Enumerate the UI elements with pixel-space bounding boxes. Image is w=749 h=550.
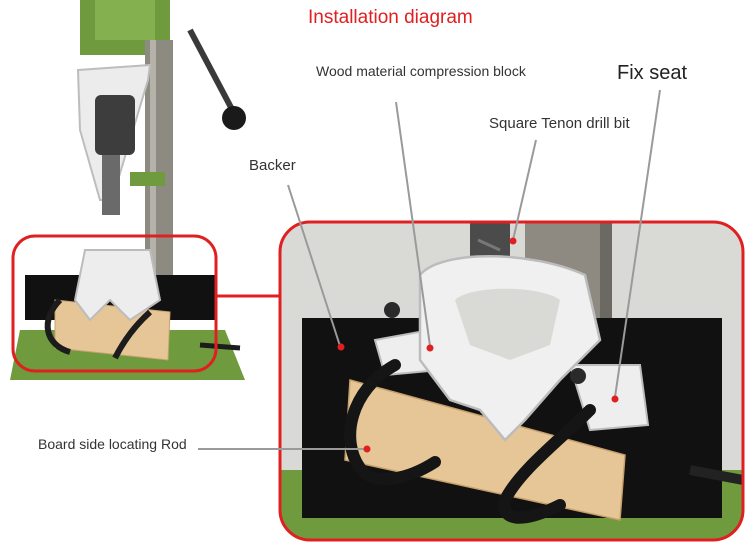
handle-knob [222,106,246,130]
detail-rod-right [498,404,596,524]
leader-lines [198,89,661,450]
fixture-small [73,249,162,322]
chuck [95,95,135,155]
label-backer: Backer [249,157,296,174]
label-wood-compression-block: Wood material compression block [316,63,526,79]
detail-photo [278,220,745,542]
highlight-box-large [278,220,745,542]
leader-dots [337,237,619,453]
left-overview-photo [0,0,270,550]
diagram-title: Installation diagram [308,7,473,28]
detail-rod-left [344,359,441,486]
label-drill-bit: Square Tenon drill bit [489,115,630,132]
label-fix-seat: Fix seat [617,62,688,84]
highlight-box-small [11,234,218,373]
label-locating-rod: Board side locating Rod [38,436,187,452]
